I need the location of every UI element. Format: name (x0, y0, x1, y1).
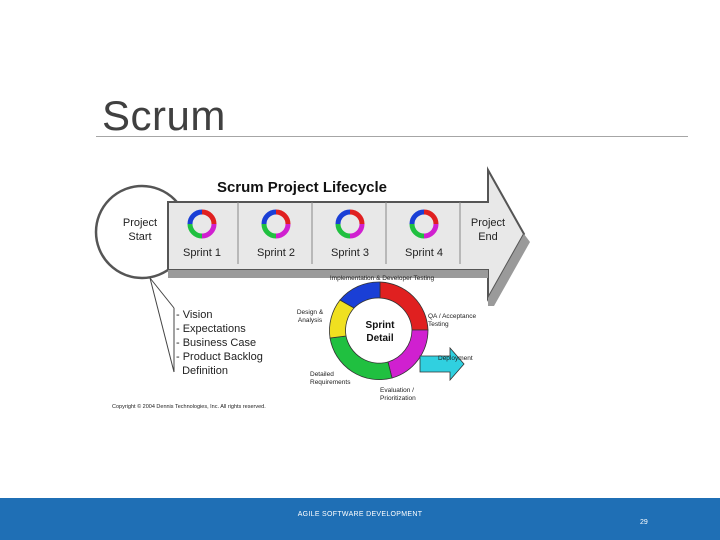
sprint-3-label: Sprint 3 (331, 247, 369, 259)
definition-item-expectations: - Expectations (176, 323, 246, 335)
lifecycle-heading: Scrum Project Lifecycle (217, 179, 387, 196)
sprint-detail-label: Sprint (366, 320, 396, 331)
sprint-4-label: Sprint 4 (405, 247, 443, 259)
definition-item-vision: - Vision (176, 309, 212, 321)
slide-title: Scrum (102, 92, 226, 139)
sprint-detail-cycle (329, 281, 429, 381)
definition-item-business-case: - Business Case (176, 337, 256, 349)
sprint-1-label: Sprint 1 (183, 247, 221, 259)
phase-requirements-label-2: Requirements (310, 379, 351, 386)
phase-evaluation-label: Evaluation / (380, 387, 414, 394)
project-end-label: Project (471, 217, 505, 229)
definition-item-product-backlog: - Product Backlog (176, 351, 263, 363)
phase-design-label: Design & (297, 309, 324, 316)
sprint-4-cycle-icon (409, 209, 439, 239)
footer-text: AGILE SOFTWARE DEVELOPMENT (297, 511, 423, 518)
deployment-arrow (419, 346, 465, 382)
lifecycle-band-shade (168, 270, 488, 278)
page-number: 29 (640, 519, 648, 526)
project-start-label: Project (123, 217, 157, 229)
sprint-detail-label-2: Detail (366, 333, 393, 344)
scrum-lifecycle-diagram: Project Start Scrum Project Lifecycle Sp… (90, 160, 550, 420)
project-end-label-2: End (478, 231, 498, 243)
sprint-3-cycle-icon (335, 209, 365, 239)
sprint-2-cycle-icon (261, 209, 291, 239)
phase-qa-label: QA / Acceptance (428, 313, 476, 320)
implementation-band-label: Implementation & Developer Testing (330, 275, 435, 282)
sprint-1-cycle-icon (187, 209, 217, 239)
title-divider (96, 136, 688, 137)
definition-item-definition: Definition (176, 365, 228, 377)
diagram-copyright: Copyright © 2004 Dennis Technologies, In… (112, 403, 266, 410)
phase-deployment-label: Deployment (438, 355, 473, 362)
footer-bar (0, 498, 720, 540)
phase-evaluation-label-2: Prioritization (380, 395, 416, 402)
lifecycle-arrow-shade (488, 234, 530, 306)
sprint-2-label: Sprint 2 (257, 247, 295, 259)
phase-design-label-2: Analysis (298, 317, 323, 324)
project-start-label-2: Start (128, 231, 151, 243)
phase-qa-label-2: Testing (428, 321, 449, 328)
phase-requirements-label: Detailed (310, 371, 334, 378)
